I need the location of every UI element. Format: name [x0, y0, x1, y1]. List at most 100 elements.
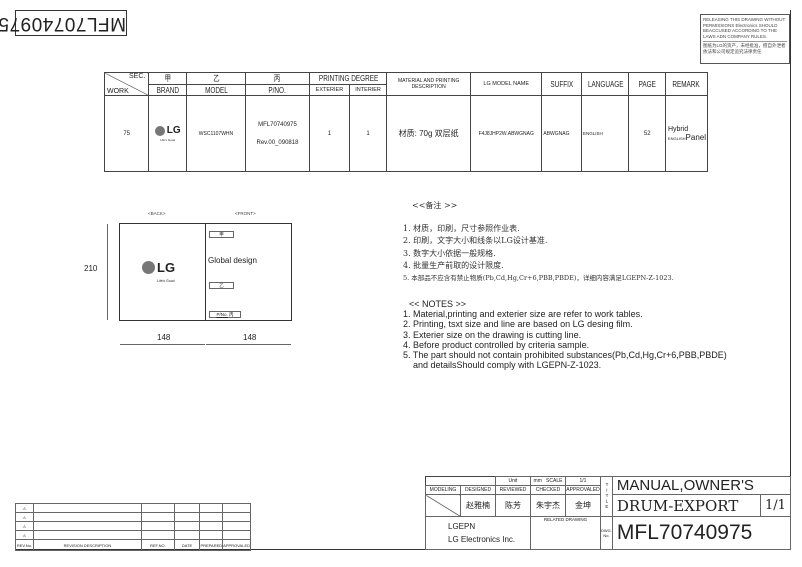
- scale-value: 1/1: [565, 476, 601, 486]
- approvaled-header: APPROVALED: [222, 539, 251, 551]
- width-dimension-line-front: [206, 344, 291, 345]
- modeling-label: MODELING: [425, 485, 461, 495]
- sec-label: SEC.: [128, 73, 146, 80]
- lg-model-name-value: F4J8JHP2W.ABWGNAG: [470, 95, 543, 172]
- manual-cover-drawing: LG Life's Good 甲 Global design 乙 P/No. 丙: [119, 223, 292, 321]
- front-label: <FRONT>: [235, 211, 256, 216]
- note-cn-item: 5. 本部品不应含有禁止物质(Pb,Cd,Hg,Cr+6,PBB,PBDE)，详…: [403, 274, 674, 283]
- dwg-number: MFL70740975: [611, 516, 792, 550]
- revision-mark: ⚠: [15, 503, 34, 513]
- remark-language: ENGLISH: [667, 135, 686, 141]
- bing-header: 丙: [251, 72, 304, 85]
- language-header: LANGUAGE: [585, 72, 625, 96]
- height-dimension: 210: [84, 264, 98, 273]
- revision-description-header: REVISION DESCRIPTION: [32, 539, 143, 551]
- sheet-number: 1/1: [760, 494, 791, 517]
- date-header: DATE: [173, 539, 201, 551]
- back-logo: LG Life's Good: [142, 260, 175, 283]
- tag-bing: 丙: [229, 312, 234, 317]
- interier-header: INTERIER: [348, 84, 388, 96]
- language-value: ENGLISH: [580, 95, 630, 172]
- spec-table: SEC. WORK 甲 乙 丙 PRINTING DEGREE MATERIAL…: [103, 72, 709, 172]
- note-en-item: 4. Before product controlled by criteria…: [403, 339, 590, 350]
- warning-box: RELEASING THIS DRAWING WITHOUT PERMISSIO…: [700, 14, 790, 64]
- model-header: MODEL: [191, 84, 240, 96]
- dwg-no-label: DWG. No.: [600, 516, 613, 550]
- lg-logo-icon: [142, 261, 155, 274]
- material-header: MATERIAL AND PRINTING DESCRIPTION: [386, 72, 472, 96]
- exterier-header: EXTERIER: [309, 84, 350, 96]
- drawing-frame: [15, 10, 791, 550]
- tag-yi: 乙: [209, 282, 234, 289]
- exterier-value: 1: [309, 95, 350, 172]
- interier-value: 1: [348, 95, 388, 172]
- work-value: 75: [103, 95, 150, 172]
- work-label: WORK: [107, 88, 129, 95]
- unit: mm: [533, 478, 542, 484]
- note-en-item: 5. The part should not contain prohibite…: [403, 350, 727, 361]
- tag-jia: 甲: [209, 231, 234, 238]
- brand-header: BRAND: [152, 84, 184, 96]
- height-dimension-line: [107, 224, 108, 320]
- note-en-item: 1. Material,printing and exterier size a…: [403, 309, 643, 320]
- model-value: WSC1107WHN: [186, 95, 246, 172]
- width-dimension-back: 148: [157, 333, 171, 342]
- remark-panel: Panel: [685, 132, 706, 142]
- sec-work-header: SEC. WORK: [103, 72, 150, 96]
- notes-cn-title: <<备注 >>: [412, 201, 458, 210]
- warning-cn: 图纸为LG的资产，未经批准，擅自外泄者依法和公司规定追究法律责任: [703, 41, 787, 54]
- brand-text: LG: [166, 125, 181, 137]
- width-dimension-front: 148: [243, 333, 257, 342]
- width-dimension-line-back: [120, 344, 205, 345]
- designer: 赵雅楠: [460, 494, 496, 517]
- title-block: Unit mm SCALE 1/1 TITLE MANUAL,OWNER'S M…: [425, 476, 792, 550]
- brand-slogan: Life's Good: [160, 137, 176, 142]
- note-cn-item: 2. 印刷，文字大小和线条以LG设计基准.: [403, 236, 548, 246]
- logo-text: LG: [157, 260, 176, 275]
- approvaled-label: APPROVALED: [565, 485, 601, 495]
- fold-line: [205, 224, 206, 320]
- material-value: 材质: 70g 双层纸: [386, 95, 472, 172]
- company-name: LG Electronics Inc.: [448, 535, 516, 544]
- reviewed-label: REVIEWED: [495, 485, 531, 495]
- checked-label: CHECKED: [530, 485, 566, 495]
- global-design-text: Global design: [208, 256, 257, 265]
- pno-revision: Rev.00_090818: [256, 139, 299, 146]
- remark-line-1: Hybrid: [667, 125, 689, 133]
- note-en-item: 3. Exterier size on the drawing is cutti…: [403, 329, 582, 340]
- suffix-value: ABWGNAG: [541, 95, 582, 172]
- lg-logo-icon: [154, 125, 165, 136]
- logo-slogan: Life's Good: [157, 279, 175, 283]
- note-cn-item: 1. 材质，印刷，尺寸参照作业表.: [403, 224, 520, 234]
- note-cn-item: 4. 批量生产前取的设计限度.: [403, 260, 504, 270]
- suffix-header: SUFFIX: [545, 72, 578, 96]
- jia-header: 甲: [152, 72, 184, 85]
- pno-header: P/NO.: [251, 84, 304, 96]
- page-header: PAGE: [632, 72, 663, 96]
- revision-mark: ⚠: [15, 521, 34, 531]
- scale-label: SCALE: [546, 478, 563, 484]
- reviewer: 陈芳: [495, 494, 531, 517]
- rotated-part-number: MFL70740975: [0, 10, 127, 36]
- note-en-item: 2. Printing, tsxt size and line are base…: [403, 319, 633, 330]
- printing-degree-header: PRINTING DEGREE: [316, 72, 380, 85]
- note-cn-item: 3. 数字大小依据一般规格.: [403, 248, 496, 258]
- rev-no-header: REV.No.: [15, 539, 34, 551]
- checker: 朱宇杰: [530, 494, 566, 517]
- unit-value: mm SCALE: [530, 476, 566, 486]
- tag-pno: P/No. 丙: [209, 311, 241, 318]
- tag-pno-label: P/No.: [216, 312, 228, 317]
- note-en-item: and detailsShould comply with LGEPN-Z-10…: [413, 360, 602, 371]
- title-label-cell: TITLE: [600, 476, 613, 517]
- pno-number: MFL70740975: [258, 121, 297, 128]
- warning-en: RELEASING THIS DRAWING WITHOUT PERMISSIO…: [703, 17, 786, 39]
- back-label: <BACK>: [148, 211, 166, 216]
- designed-label: DESIGNED: [460, 485, 496, 495]
- revision-mark: ⚠: [15, 512, 34, 522]
- revision-mark: ⚠: [15, 530, 34, 540]
- notes-cn: <<备注 >> 1. 材质，印刷，尺寸参照作业表. 2. 印刷，文字大小和线条以…: [403, 200, 674, 284]
